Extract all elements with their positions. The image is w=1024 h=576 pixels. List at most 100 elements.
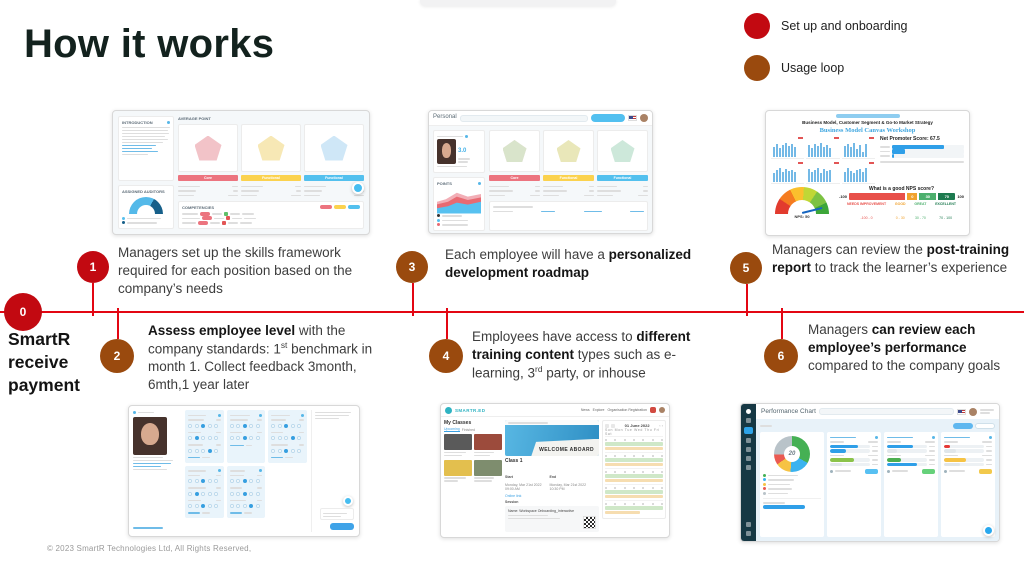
milestone-0: 0 (4, 293, 42, 331)
scale-max: 100 (957, 193, 964, 199)
screenshot-step1-skills-framework: INTRODUCTION ASSIGNED AUDITORS AVERAGE P… (112, 110, 370, 235)
nps-gauge-label: NPS: 50 (794, 213, 810, 219)
class-name: Class 1 (505, 458, 523, 464)
timeline-connector-1 (92, 283, 94, 316)
welcome-aboard-text: WELCOME ABOARD (539, 447, 594, 453)
submit-button (591, 114, 625, 122)
radar-chart-functional-2 (304, 124, 364, 172)
scale-30: 30 (919, 192, 937, 200)
auditors-panel: ASSIGNED AUDITORS (118, 185, 174, 229)
screenshot-step4-training-content: SMARTR.ED News Explore Organisation Regi… (440, 403, 670, 538)
legend-dot-setup (744, 13, 770, 39)
report-subtitle: Business Model, Customer Segment & Go-to… (802, 120, 933, 125)
milestone-6: 6 (764, 339, 798, 373)
submit-button (330, 523, 354, 530)
timeline-connector-2 (117, 308, 119, 339)
legend: Set up and onboarding Usage loop (744, 13, 908, 81)
radar-yellow-chart (543, 130, 594, 172)
employee-photo (133, 416, 167, 455)
slide-title: How it works (24, 22, 275, 66)
session-card: Name: Workspace Onboarding_Interactive (505, 506, 599, 532)
step5-text: Managers can review the post-training re… (772, 242, 1010, 275)
scale-label-needs-improvement: NEEDS IMPROVEMENT (847, 201, 887, 206)
step4-text: Employees have access to different train… (472, 329, 691, 381)
legend-item-usage: Usage loop (744, 55, 908, 81)
core-bar-label: Core (178, 175, 238, 181)
chat-fab-icon (352, 182, 364, 194)
session-label: Session (505, 499, 519, 504)
functional-bar-label-1: Functional (241, 175, 301, 181)
timeline-connector-5 (746, 284, 748, 316)
performance-chart-title: Performance Chart (761, 408, 816, 415)
session-name: Name: Workspace Onboarding_Interactive (508, 509, 575, 513)
profile-photo (437, 138, 456, 164)
competencies-table: COMPETENCIES (178, 200, 364, 229)
copyright-footer: © 2023 SmartR Technologies Ltd, All Righ… (47, 544, 252, 553)
tab-finished: Finished (461, 427, 475, 432)
key-results-card-1 (827, 432, 881, 537)
milestone-4: 4 (429, 339, 463, 373)
functional-bar-label-2: Functional (304, 175, 364, 181)
avatar (969, 407, 977, 416)
start-label: Start (505, 475, 513, 480)
overview-card: 20 (760, 432, 824, 537)
nav-org-registration: Organisation Registration (607, 408, 648, 412)
nps-score-title: Net Promoter Score: 67.5 (880, 135, 940, 142)
tab-upcoming: Upcoming (444, 427, 460, 433)
milestone-5-number: 5 (742, 261, 750, 275)
step0-label: SmartR receive payment (8, 329, 80, 396)
end-date: Monday, Mar 21st 2022 (549, 483, 587, 488)
auditors-gauge-chart (129, 197, 163, 214)
scale-70: 70 (938, 192, 956, 200)
top-cropped-element (420, 0, 616, 6)
nps-scale: What is a good NPS score? -100 0 30 70 1… (839, 186, 964, 224)
step2-text: Assess employee level with the company s… (148, 323, 373, 393)
screenshot-step2-assessment (128, 405, 360, 537)
intro-title: INTRODUCTION (122, 120, 153, 125)
calendar-date: 01 June 2022 (624, 423, 650, 428)
screenshot-step5-post-training-report: Business Model, Customer Segment & Go-to… (765, 110, 970, 236)
milestone-6-number: 6 (777, 349, 785, 363)
brand-name: SMARTR.ED (455, 407, 486, 413)
personal-title: Personal (433, 114, 457, 121)
scale-range-0: -100 - 0 (860, 216, 873, 221)
radar-stats (489, 184, 648, 198)
milestone-3-number: 3 (408, 260, 416, 274)
legend-item-setup: Set up and onboarding (744, 13, 908, 39)
milestone-0-number: 0 (19, 305, 27, 319)
profile-card: 3.0 (433, 130, 485, 173)
end-time: 10:30 PM (549, 487, 565, 492)
smartr-logo-icon (445, 406, 452, 414)
score-value: 3.0 (458, 147, 467, 154)
radar-stats (178, 184, 364, 198)
start-time: 09:00 AM (505, 487, 520, 492)
legend-label-setup: Set up and onboarding (781, 19, 908, 33)
screenshot-step6-performance-chart: Performance Chart 20 (740, 403, 1000, 542)
radar-chart-core (178, 124, 238, 172)
milestone-2: 2 (100, 339, 134, 373)
scale-label-excellent: EXCELLENT (935, 201, 956, 206)
competencies-list (489, 200, 648, 231)
language-flag-icon (628, 115, 637, 121)
screenshot-step3-personal-roadmap: Personal 3.0 POINTS (428, 110, 653, 234)
legend-label-usage: Usage loop (781, 61, 845, 75)
scale-min: -100 (839, 193, 848, 199)
scale-range-1: 0 - 30 (895, 216, 905, 221)
start-date: Monday, Mar 21st 2022 (505, 483, 542, 488)
question-bar-charts (771, 136, 875, 184)
key-results-card-3 (941, 432, 995, 537)
donut-value: 20 (784, 446, 800, 462)
scale-range-3: 70 - 100 (939, 216, 953, 221)
search-input (818, 408, 954, 415)
radar-overlap-chart (489, 130, 540, 172)
milestone-4-number: 4 (442, 349, 450, 363)
online-link: Online link (505, 493, 522, 498)
nav-news: News (580, 408, 590, 412)
step1-text: Managers set up the skills framework req… (118, 245, 353, 296)
competencies-title: COMPETENCIES (182, 204, 215, 210)
milestone-3: 3 (396, 251, 428, 283)
auditors-title: ASSIGNED AUDITORS (122, 189, 165, 194)
key-results-card-2 (884, 432, 938, 537)
search-input (459, 114, 588, 122)
